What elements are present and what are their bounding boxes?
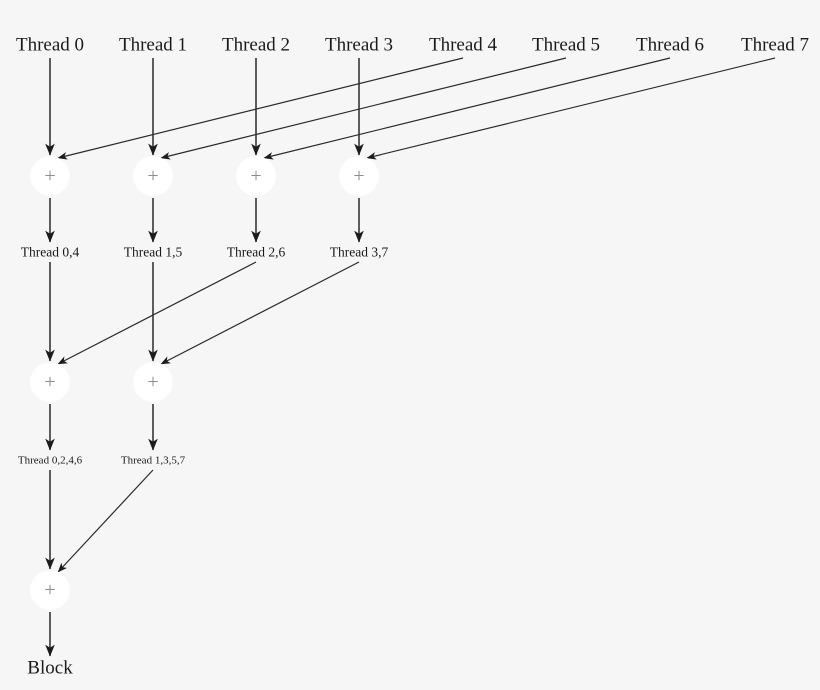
diagonal-edge-group: [57, 57, 776, 573]
node-label-level-0-5: Thread 5: [531, 34, 601, 56]
node-label-level-0-3: Thread 3: [324, 34, 394, 56]
node-label-level-1-1: Thread 1,5: [123, 244, 183, 260]
op-13-57: +: [133, 362, 173, 402]
node-label-level-1-0: Thread 0,4: [20, 244, 80, 260]
plus-icon: +: [147, 165, 159, 187]
edge-thread37-op13: [160, 261, 360, 365]
plus-icon: +: [250, 165, 262, 187]
edge-thread6-op2: [263, 57, 671, 160]
edge-thread1357-opfinal: [57, 469, 154, 573]
op-3-7: +: [339, 156, 379, 196]
node-label-level-2-0: Thread 0,2,4,6: [17, 454, 83, 467]
node-label-level-2-1: Thread 1,3,5,7: [120, 454, 186, 467]
edge-thread7-op3: [366, 57, 776, 160]
node-label-level-0-7: Thread 7: [740, 34, 810, 56]
node-label-level-1-2: Thread 2,6: [226, 244, 286, 260]
op-final: +: [30, 570, 70, 610]
node-label-level-0-0: Thread 0: [15, 34, 85, 56]
plus-icon: +: [44, 579, 56, 601]
op-0-4: +: [30, 156, 70, 196]
plus-icon: +: [353, 165, 365, 187]
op-02-46: +: [30, 362, 70, 402]
node-label-level-0-6: Thread 6: [635, 34, 705, 56]
edge-thread4-op0: [57, 57, 464, 160]
node-label-level-3-0: Block: [27, 657, 73, 679]
vertical-edge-group: [45, 58, 364, 657]
node-label-level-1-3: Thread 3,7: [329, 244, 389, 260]
node-label-level-0-1: Thread 1: [118, 34, 188, 56]
node-label-level-0-4: Thread 4: [428, 34, 498, 56]
plus-icon: +: [44, 165, 56, 187]
op-1-5: +: [133, 156, 173, 196]
node-label-level-0-2: Thread 2: [221, 34, 291, 56]
plus-icon: +: [147, 371, 159, 393]
plus-icon: +: [44, 371, 56, 393]
edge-thread26-op02: [57, 261, 257, 365]
edge-thread5-op1: [160, 57, 567, 160]
op-2-6: +: [236, 156, 276, 196]
